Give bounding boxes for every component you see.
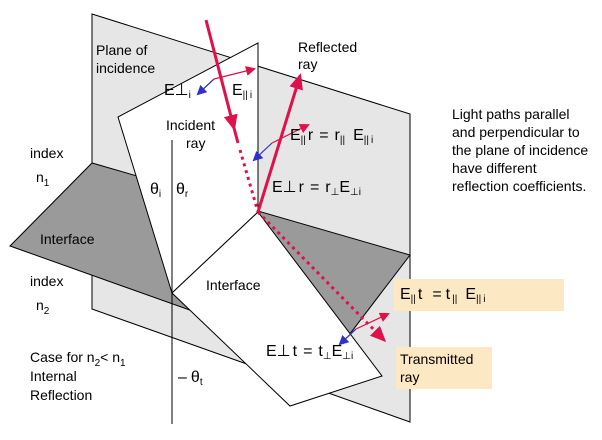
note-line3: the plane of incidence <box>452 142 588 158</box>
reflected-perp-equation: E⊥r=r⊥E⊥i <box>272 179 361 198</box>
transmitted-label-line1: Transmitted <box>400 351 473 367</box>
reflected-ray <box>256 73 303 213</box>
transmitted-parallel-equation: E||t=t||E||i <box>400 286 485 305</box>
incident-ray-solid <box>232 127 240 144</box>
plane-label-line2: incidence <box>96 60 155 76</box>
reflected-e-parallel-vector <box>271 124 310 144</box>
index2-symbol: n2 <box>36 297 50 317</box>
transmitted-parallel-box <box>394 279 564 311</box>
transmitted-perp-equation: E⊥t=t⊥E⊥i <box>266 343 353 362</box>
transmitted-e-parallel-vector <box>355 312 390 330</box>
incident-e-parallel-label: E||i <box>232 82 252 101</box>
reflected-label-line2: ray <box>298 56 317 72</box>
theta-r-label: θr <box>176 181 189 200</box>
note-line4: have different <box>452 160 537 176</box>
reflected-e-perp-vector <box>252 142 273 162</box>
theta-i-label: θi <box>150 181 161 200</box>
case-line3: Reflection <box>30 387 92 403</box>
note-line2: and perpendicular to <box>452 124 580 140</box>
theta-t-label: –θt <box>178 369 203 388</box>
index2-word: index <box>30 273 63 289</box>
transmitted-e-perp-vector <box>338 328 357 346</box>
incident-e-perp-vector <box>196 78 215 96</box>
note-line5: reflection coefficients. <box>452 178 586 194</box>
transmitted-ray <box>256 210 387 343</box>
incident-label-line2: ray <box>186 135 205 151</box>
index1-symbol: n1 <box>36 169 50 189</box>
case-line1: Case for n2< n1 <box>30 349 126 369</box>
incident-label-line1: Incident <box>166 117 215 133</box>
transmission-wedge <box>171 211 383 407</box>
plane-label-line1: Plane of <box>96 42 147 58</box>
interface-label-right: Interface <box>206 277 261 293</box>
case-line2: Internal <box>30 368 77 384</box>
incident-e-parallel-vector <box>213 66 256 80</box>
transmitted-ray-box <box>396 347 492 389</box>
incident-e-perp-label: E⊥i <box>164 82 191 101</box>
transmitted-label-line2: ray <box>400 369 419 385</box>
reflected-parallel-equation: E||r=r||E||i <box>290 127 373 146</box>
note-line1: Light paths parallel <box>452 106 570 122</box>
index1-word: index <box>30 145 63 161</box>
interface-label-left: Interface <box>40 231 95 247</box>
incident-ray <box>204 19 238 131</box>
reflected-label-line1: Reflected <box>298 39 357 55</box>
